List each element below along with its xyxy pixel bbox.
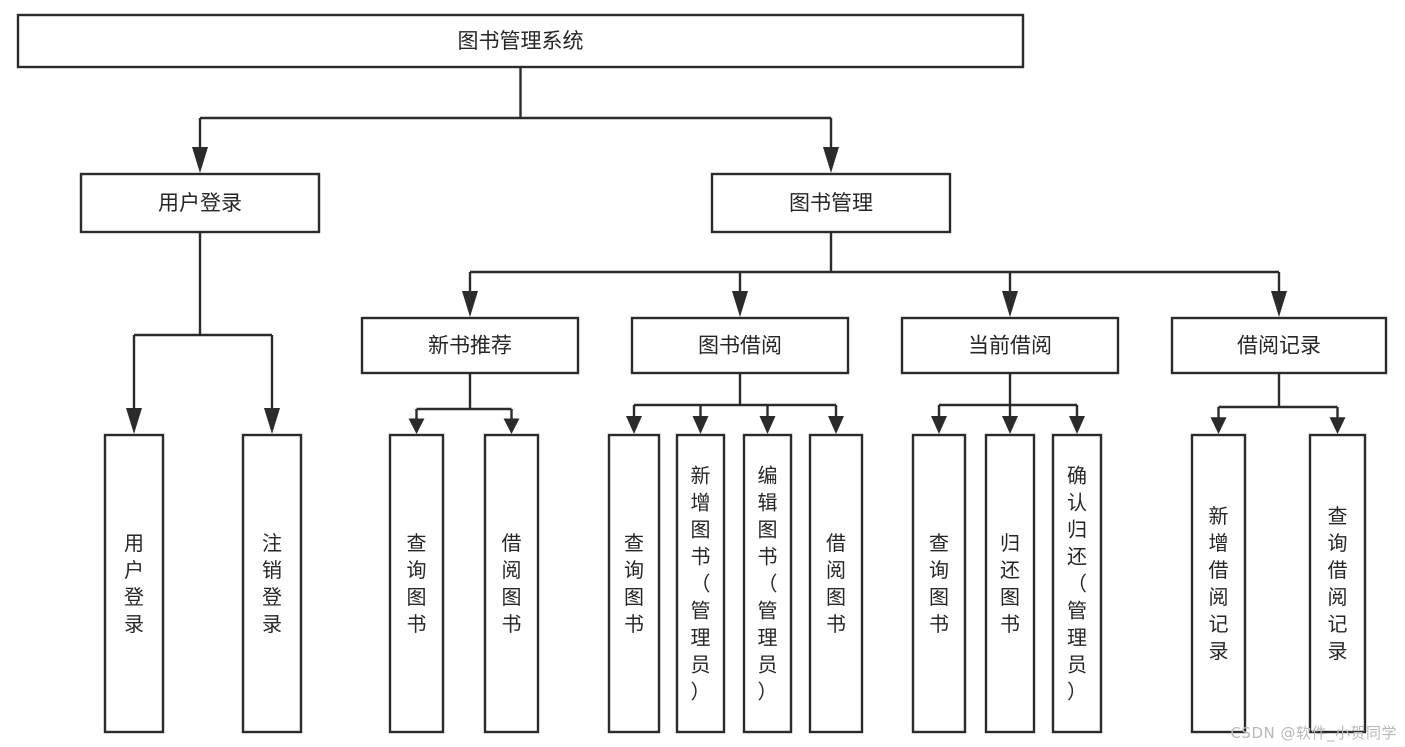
node-label: 借阅记录 [1237,334,1321,358]
node-label: 编辑图书（管理员） [758,464,778,704]
node-box[interactable] [16,13,1025,69]
arrow-head-icon [1329,417,1346,434]
connector-group [1210,373,1346,434]
diagram-node[interactable]: 编辑图书（管理员） [742,433,793,734]
arrow-head-icon [503,418,520,434]
node-box[interactable] [1170,316,1388,375]
diagram-node[interactable]: 图书管理系统 [16,13,1025,69]
node-label: 图书管理 [789,191,873,215]
node-box[interactable] [607,433,661,734]
node-box[interactable] [360,316,580,375]
node-box[interactable] [911,433,967,734]
node-box[interactable] [808,433,864,734]
arrow-head-icon [126,408,142,434]
node-box[interactable] [742,433,793,734]
connector-group [626,373,844,434]
arrow-head-icon [828,416,844,434]
node-box[interactable] [483,433,540,734]
arrow-head-icon [1002,291,1018,317]
node-label: 用户登录 [158,191,242,215]
node-label: 图书管理系统 [458,29,584,53]
node-label: 新书推荐 [428,334,512,358]
diagram-node[interactable]: 用户登录 [79,172,321,234]
node-box[interactable] [675,433,726,734]
diagram-node[interactable]: 新书推荐 [360,316,580,375]
node-label: 用户登录 [124,531,144,636]
connector-group [462,232,1287,317]
connector-group [192,67,839,173]
node-box[interactable] [79,172,321,234]
node-box[interactable] [630,316,850,375]
diagram-node[interactable]: 查询图书 [911,433,967,734]
arrow-head-icon [626,416,642,434]
diagram-node[interactable]: 图书借阅 [630,316,850,375]
node-layer: 图书管理系统用户登录图书管理新书推荐图书借阅当前借阅借阅记录用户登录注销登录查询… [16,13,1388,734]
connector-layer [126,67,1346,434]
node-label: 归还图书 [1000,531,1020,636]
diagram-node[interactable]: 图书管理 [710,172,952,234]
arrow-head-icon [408,418,425,434]
node-label: 查询图书 [407,531,427,636]
arrow-head-icon [732,291,748,317]
node-box[interactable] [1051,433,1103,734]
diagram-node[interactable]: 借阅图书 [808,433,864,734]
diagram-node[interactable]: 用户登录 [103,433,165,734]
arrow-head-icon [1069,416,1085,434]
arrow-head-icon [823,147,839,173]
node-label: 图书借阅 [698,334,782,358]
node-box[interactable] [1190,433,1247,734]
arrow-head-icon [931,416,947,434]
arrow-head-icon [692,416,709,434]
node-label: 确认归还（管理员） [1067,464,1087,704]
connector-group [408,373,520,434]
node-box[interactable] [103,433,165,734]
arrow-head-icon [1210,417,1227,434]
diagram-node[interactable]: 借阅图书 [483,433,540,734]
node-label: 当前借阅 [968,334,1052,358]
connector-group [931,373,1085,434]
node-box[interactable] [241,433,303,734]
node-box[interactable] [900,316,1120,375]
node-label: 新增借阅记录 [1209,504,1229,663]
diagram-node[interactable]: 查询借阅记录 [1308,433,1367,734]
diagram-node[interactable]: 查询图书 [388,433,445,734]
node-label: 查询图书 [929,531,949,636]
diagram-node[interactable]: 注销登录 [241,433,303,734]
diagram-node[interactable]: 归还图书 [984,433,1036,734]
arrow-head-icon [1002,416,1018,434]
arrow-head-icon [462,291,478,317]
arrow-head-icon [759,416,776,434]
node-box[interactable] [388,433,445,734]
diagram-node[interactable]: 新增借阅记录 [1190,433,1247,734]
diagram-node[interactable]: 当前借阅 [900,316,1120,375]
diagram-node[interactable]: 借阅记录 [1170,316,1388,375]
node-box[interactable] [1308,433,1367,734]
diagram-node[interactable]: 确认归还（管理员） [1051,433,1103,734]
node-label: 查询图书 [624,531,644,636]
diagram-node[interactable]: 查询图书 [607,433,661,734]
node-label: 新增图书（管理员） [691,464,711,704]
node-label: 借阅图书 [502,531,522,636]
arrow-head-icon [192,147,208,173]
diagram-node[interactable]: 新增图书（管理员） [675,433,726,734]
node-label: 查询借阅记录 [1328,504,1348,663]
node-box[interactable] [984,433,1036,734]
node-label: 借阅图书 [826,531,846,636]
arrow-head-icon [264,408,280,434]
node-box[interactable] [710,172,952,234]
arrow-head-icon [1271,291,1287,317]
connector-group [126,232,280,434]
node-label: 注销登录 [262,531,282,636]
